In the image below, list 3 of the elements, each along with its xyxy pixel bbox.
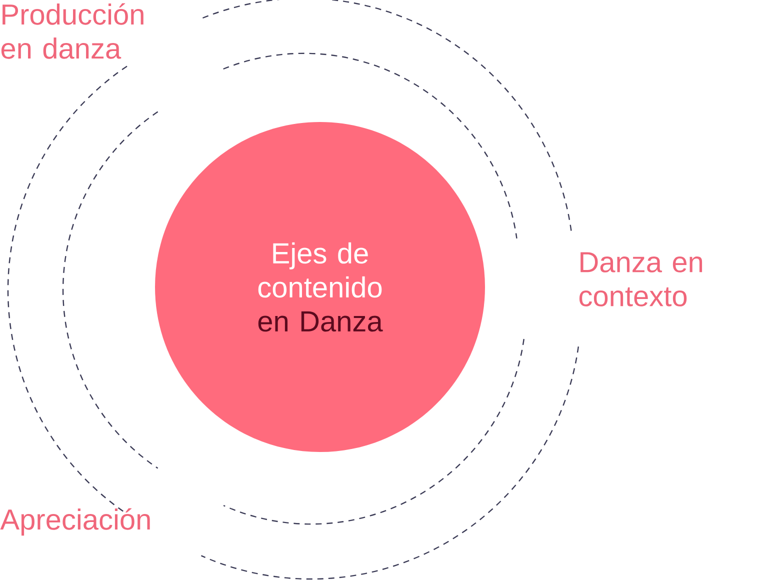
section-label: Producción en danza	[1, 3, 144, 59]
section-label: Danza en contexto	[579, 252, 702, 306]
section-label: Apreciación	[0, 508, 150, 536]
